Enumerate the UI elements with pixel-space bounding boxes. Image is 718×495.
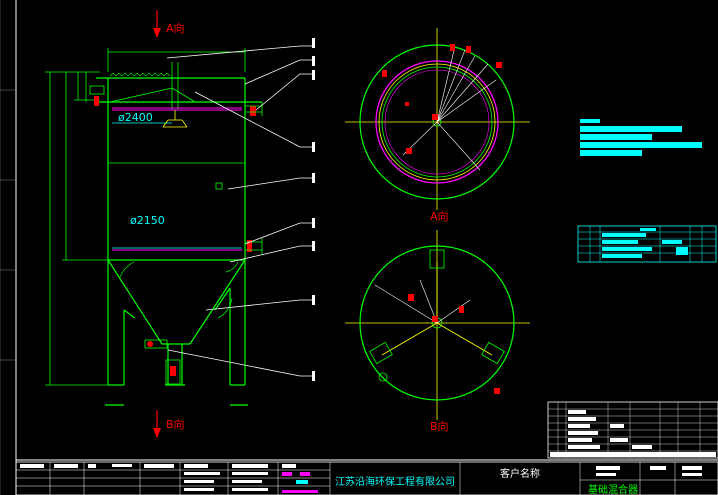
plan-b-leg-pads [369, 249, 505, 382]
company-name: 江苏沿海环保工程有限公司 [335, 475, 455, 488]
inlet-pipes [89, 85, 263, 385]
spray-nozzle [162, 110, 188, 128]
section-b-arrow [153, 410, 161, 438]
plan-a-radial-leaders [402, 45, 497, 171]
upper-diameter-dim: ø2400 [118, 111, 153, 124]
plan-a-label: A向 [430, 209, 449, 223]
section-b-label: B向 [166, 417, 185, 431]
client-name-label: 客户名称 [500, 467, 540, 480]
section-a-arrow [153, 10, 161, 38]
leader-tags [312, 38, 315, 381]
nozzle-markers [94, 96, 256, 376]
drawing-title: 基础混合器 [588, 483, 638, 495]
distributor-plate [112, 107, 242, 251]
vessel-body [96, 77, 262, 406]
leader-lines [166, 45, 312, 377]
parts-list [547, 401, 718, 459]
technical-notes [580, 119, 702, 156]
horizontal-dimensions [107, 48, 246, 72]
center-tube [108, 62, 245, 164]
plan-b-leaders [374, 279, 471, 324]
title-block: 江苏沿海环保工程有限公司 客户名称 基础混合器 [15, 461, 718, 495]
angle-arcs [119, 261, 239, 319]
vertical-dimensions [45, 71, 108, 386]
plan-b-label: B向 [430, 419, 449, 433]
plan-view-a: A向 [345, 28, 530, 223]
elevation-view: A向 B向 [45, 10, 263, 438]
serrated-weir [109, 72, 171, 77]
plan-b-legs [381, 262, 493, 356]
plan-b-markers [408, 294, 500, 394]
lower-diameter-dim: ø2150 [130, 214, 165, 227]
plan-a-markers [382, 44, 502, 154]
section-a-label: A向 [166, 21, 185, 35]
nozzle-table [577, 225, 717, 263]
plan-view-b: B向 [345, 230, 530, 433]
